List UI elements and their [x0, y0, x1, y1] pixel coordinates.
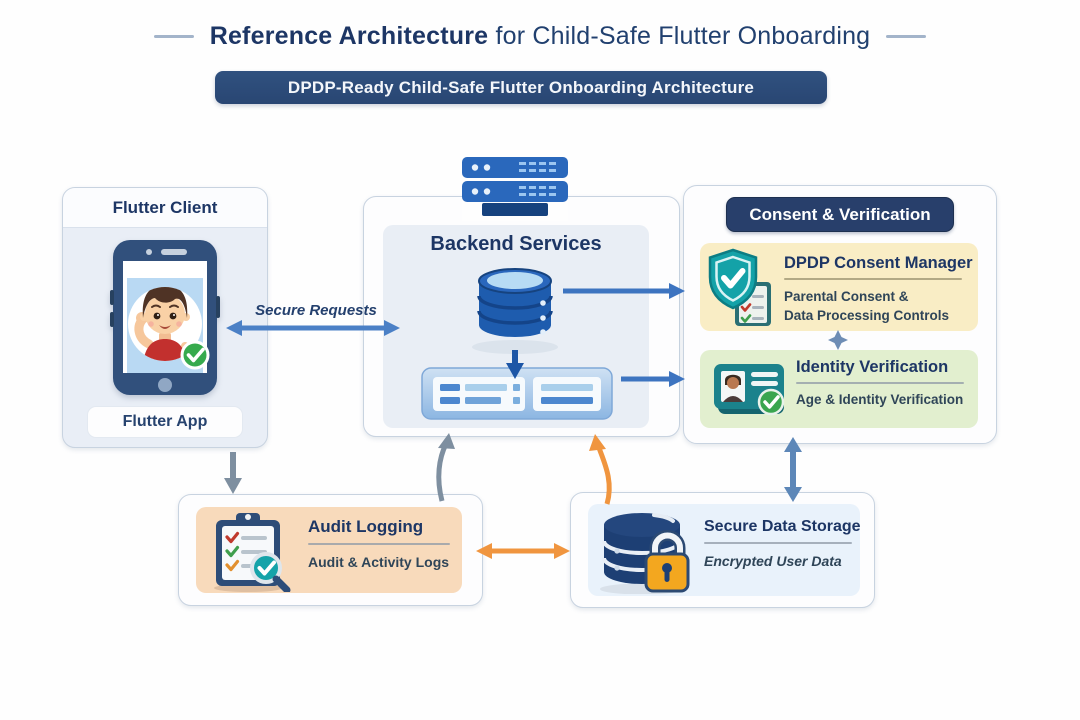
banner-title: DPDP-Ready Child-Safe Flutter Onboarding…: [215, 71, 827, 104]
flutter-client-box: Flutter Client: [62, 187, 268, 448]
dpdp-consent-card: DPDP Consent Manager Parental Consent & …: [700, 243, 978, 331]
dpdp-consent-subtitle: Parental Consent & Data Processing Contr…: [784, 288, 950, 323]
flutter-client-header: Flutter Client: [63, 188, 267, 228]
consent-verification-header: Consent & Verification: [726, 197, 954, 232]
api-server-panel-icon: [421, 367, 613, 426]
backend-title: Backend Services: [430, 233, 602, 255]
audit-logging-title: Audit Logging: [308, 517, 424, 536]
page-title-rest: for Child-Safe Flutter Onboarding: [495, 22, 871, 50]
identity-verification-subtitle: Age & Identity Verification: [796, 391, 964, 407]
page-title-strong: Reference Architecture: [209, 22, 489, 50]
secure-storage-title: Secure Data Storage: [704, 518, 861, 535]
title-left-dash: [153, 35, 194, 38]
flutter-client-title: Flutter Client: [112, 197, 218, 217]
server-rack-icon: [462, 157, 568, 221]
flutter-app-label: Flutter App: [87, 406, 243, 438]
arrow-audit-storage: [476, 543, 570, 559]
identity-verification-card: Identity Verification Age & Identity Ver…: [700, 350, 978, 428]
dpdp-underline: [784, 278, 962, 280]
identity-verification-title: Identity Verification: [796, 358, 949, 376]
smartphone-icon: [109, 238, 221, 407]
page-title: Reference Architecture for Child-Safe Fl…: [210, 22, 871, 51]
identity-underline: [796, 382, 964, 384]
page-title-row: Reference Architecture for Child-Safe Fl…: [0, 22, 1080, 51]
dpdp-consent-title: DPDP Consent Manager: [784, 254, 973, 272]
arrow-audit-to-backend: [436, 433, 455, 502]
audit-clipboard-icon: [208, 512, 300, 597]
secure-storage-card: Secure Data Storage Encrypted User Data: [588, 504, 861, 599]
audit-logging-subtitle: Audit & Activity Logs: [308, 553, 450, 570]
secure-requests-label: Secure Requests: [255, 302, 377, 319]
secure-storage-subtitle: Encrypted User Data: [704, 552, 842, 569]
database-icon: [468, 259, 564, 360]
title-right-dash: [886, 35, 927, 38]
arrow-flutter-to-audit: [224, 452, 242, 494]
storage-underline: [704, 542, 852, 544]
database-lock-icon: [596, 508, 700, 599]
audit-underline: [308, 543, 450, 545]
id-card-icon: [712, 362, 788, 421]
shield-check-icon: [708, 248, 774, 333]
audit-logging-card: Audit Logging Audit & Activity Logs: [196, 507, 462, 594]
